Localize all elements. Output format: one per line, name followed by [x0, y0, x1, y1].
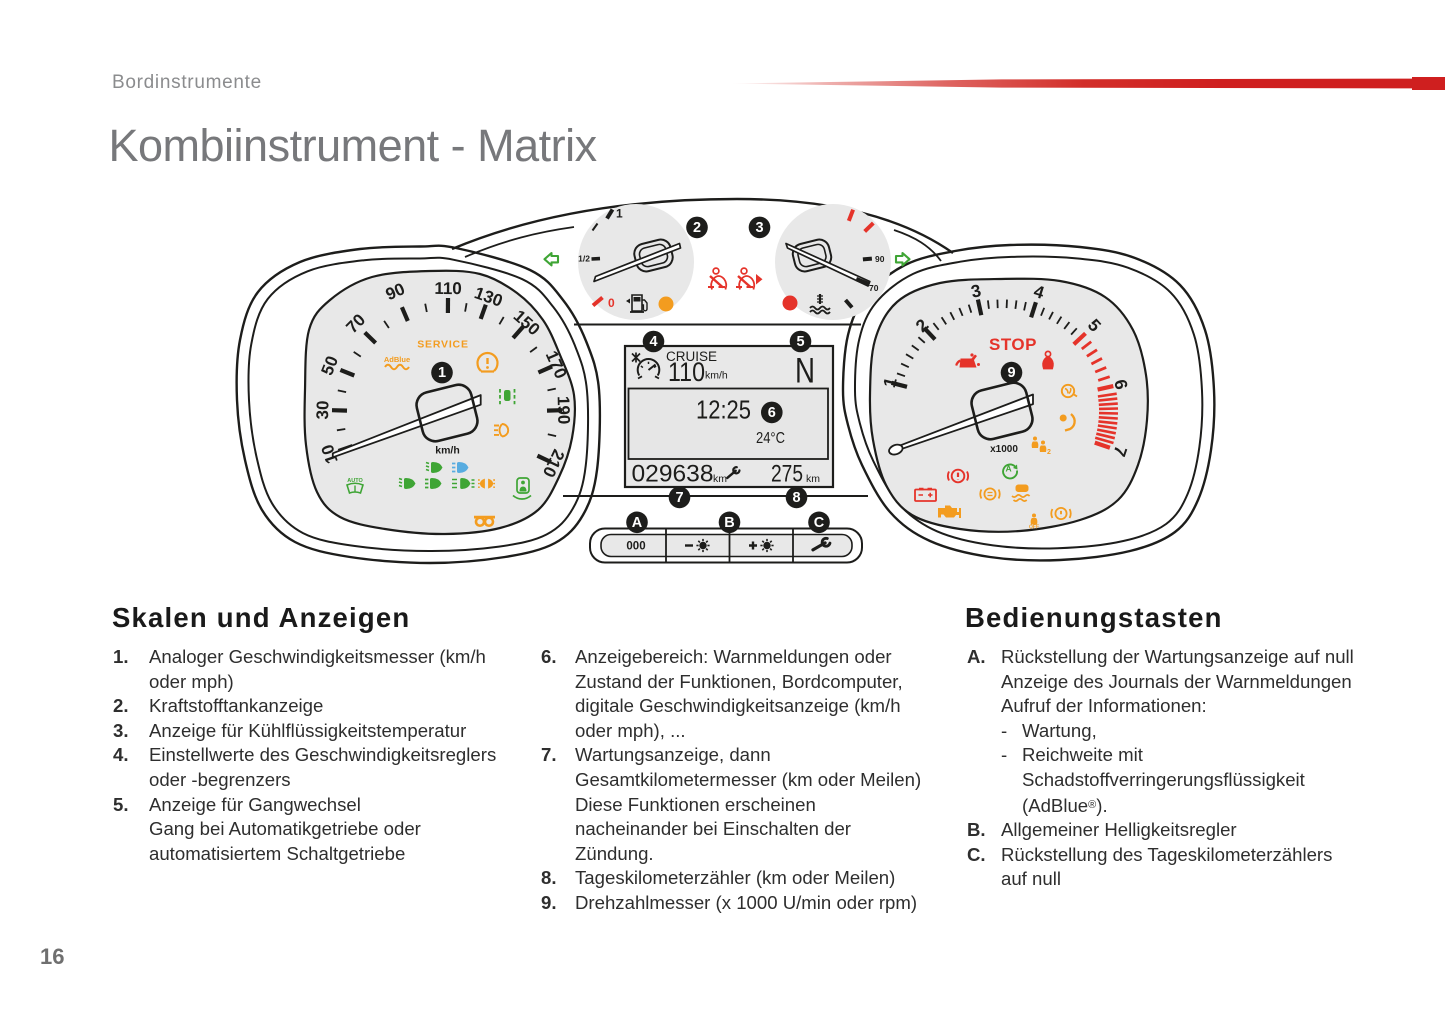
svg-text:8: 8	[792, 490, 800, 506]
svg-text:12:25: 12:25	[696, 395, 751, 425]
svg-text:x1000: x1000	[990, 444, 1018, 455]
svg-text:km/h: km/h	[705, 370, 728, 382]
svg-text:A: A	[1005, 464, 1011, 474]
svg-text:110: 110	[434, 279, 462, 298]
svg-text:AdBlue: AdBlue	[384, 355, 410, 364]
svg-text:70: 70	[869, 283, 879, 293]
svg-text:C: C	[814, 515, 825, 531]
svg-text:7: 7	[675, 490, 683, 506]
svg-text:B: B	[724, 515, 734, 531]
svg-text:SERVICE: SERVICE	[417, 339, 469, 351]
svg-text:OFF: OFF	[1029, 525, 1039, 531]
svg-text:2: 2	[1047, 449, 1051, 456]
svg-text:90: 90	[875, 254, 885, 264]
svg-text:275: 275	[771, 461, 803, 488]
svg-text:000: 000	[626, 541, 645, 553]
svg-text:4: 4	[649, 334, 657, 350]
svg-text:1: 1	[438, 365, 446, 381]
svg-text:STOP: STOP	[989, 335, 1037, 354]
svg-text:190: 190	[554, 396, 574, 425]
svg-text:km: km	[713, 473, 727, 485]
svg-text:1: 1	[616, 207, 623, 221]
svg-text:9: 9	[1007, 365, 1015, 381]
svg-text:N: N	[795, 352, 815, 391]
svg-text:5: 5	[796, 334, 804, 350]
svg-text:A: A	[632, 515, 643, 531]
svg-text:0: 0	[608, 296, 615, 310]
svg-text:2: 2	[693, 220, 701, 236]
svg-text:029638: 029638	[632, 461, 714, 488]
svg-text:110: 110	[668, 357, 705, 387]
svg-text:AUTO: AUTO	[347, 478, 363, 484]
svg-text:6: 6	[768, 405, 776, 421]
svg-text:km: km	[806, 473, 820, 485]
svg-text:km/h: km/h	[435, 445, 460, 457]
svg-text:1/2: 1/2	[578, 254, 590, 264]
svg-text:24°C: 24°C	[756, 430, 785, 447]
svg-text:6: 6	[1110, 377, 1132, 391]
svg-text:3: 3	[969, 280, 983, 302]
svg-text:30: 30	[313, 400, 332, 419]
svg-text:3: 3	[755, 220, 763, 236]
svg-text:CRUISE: CRUISE	[666, 349, 717, 364]
